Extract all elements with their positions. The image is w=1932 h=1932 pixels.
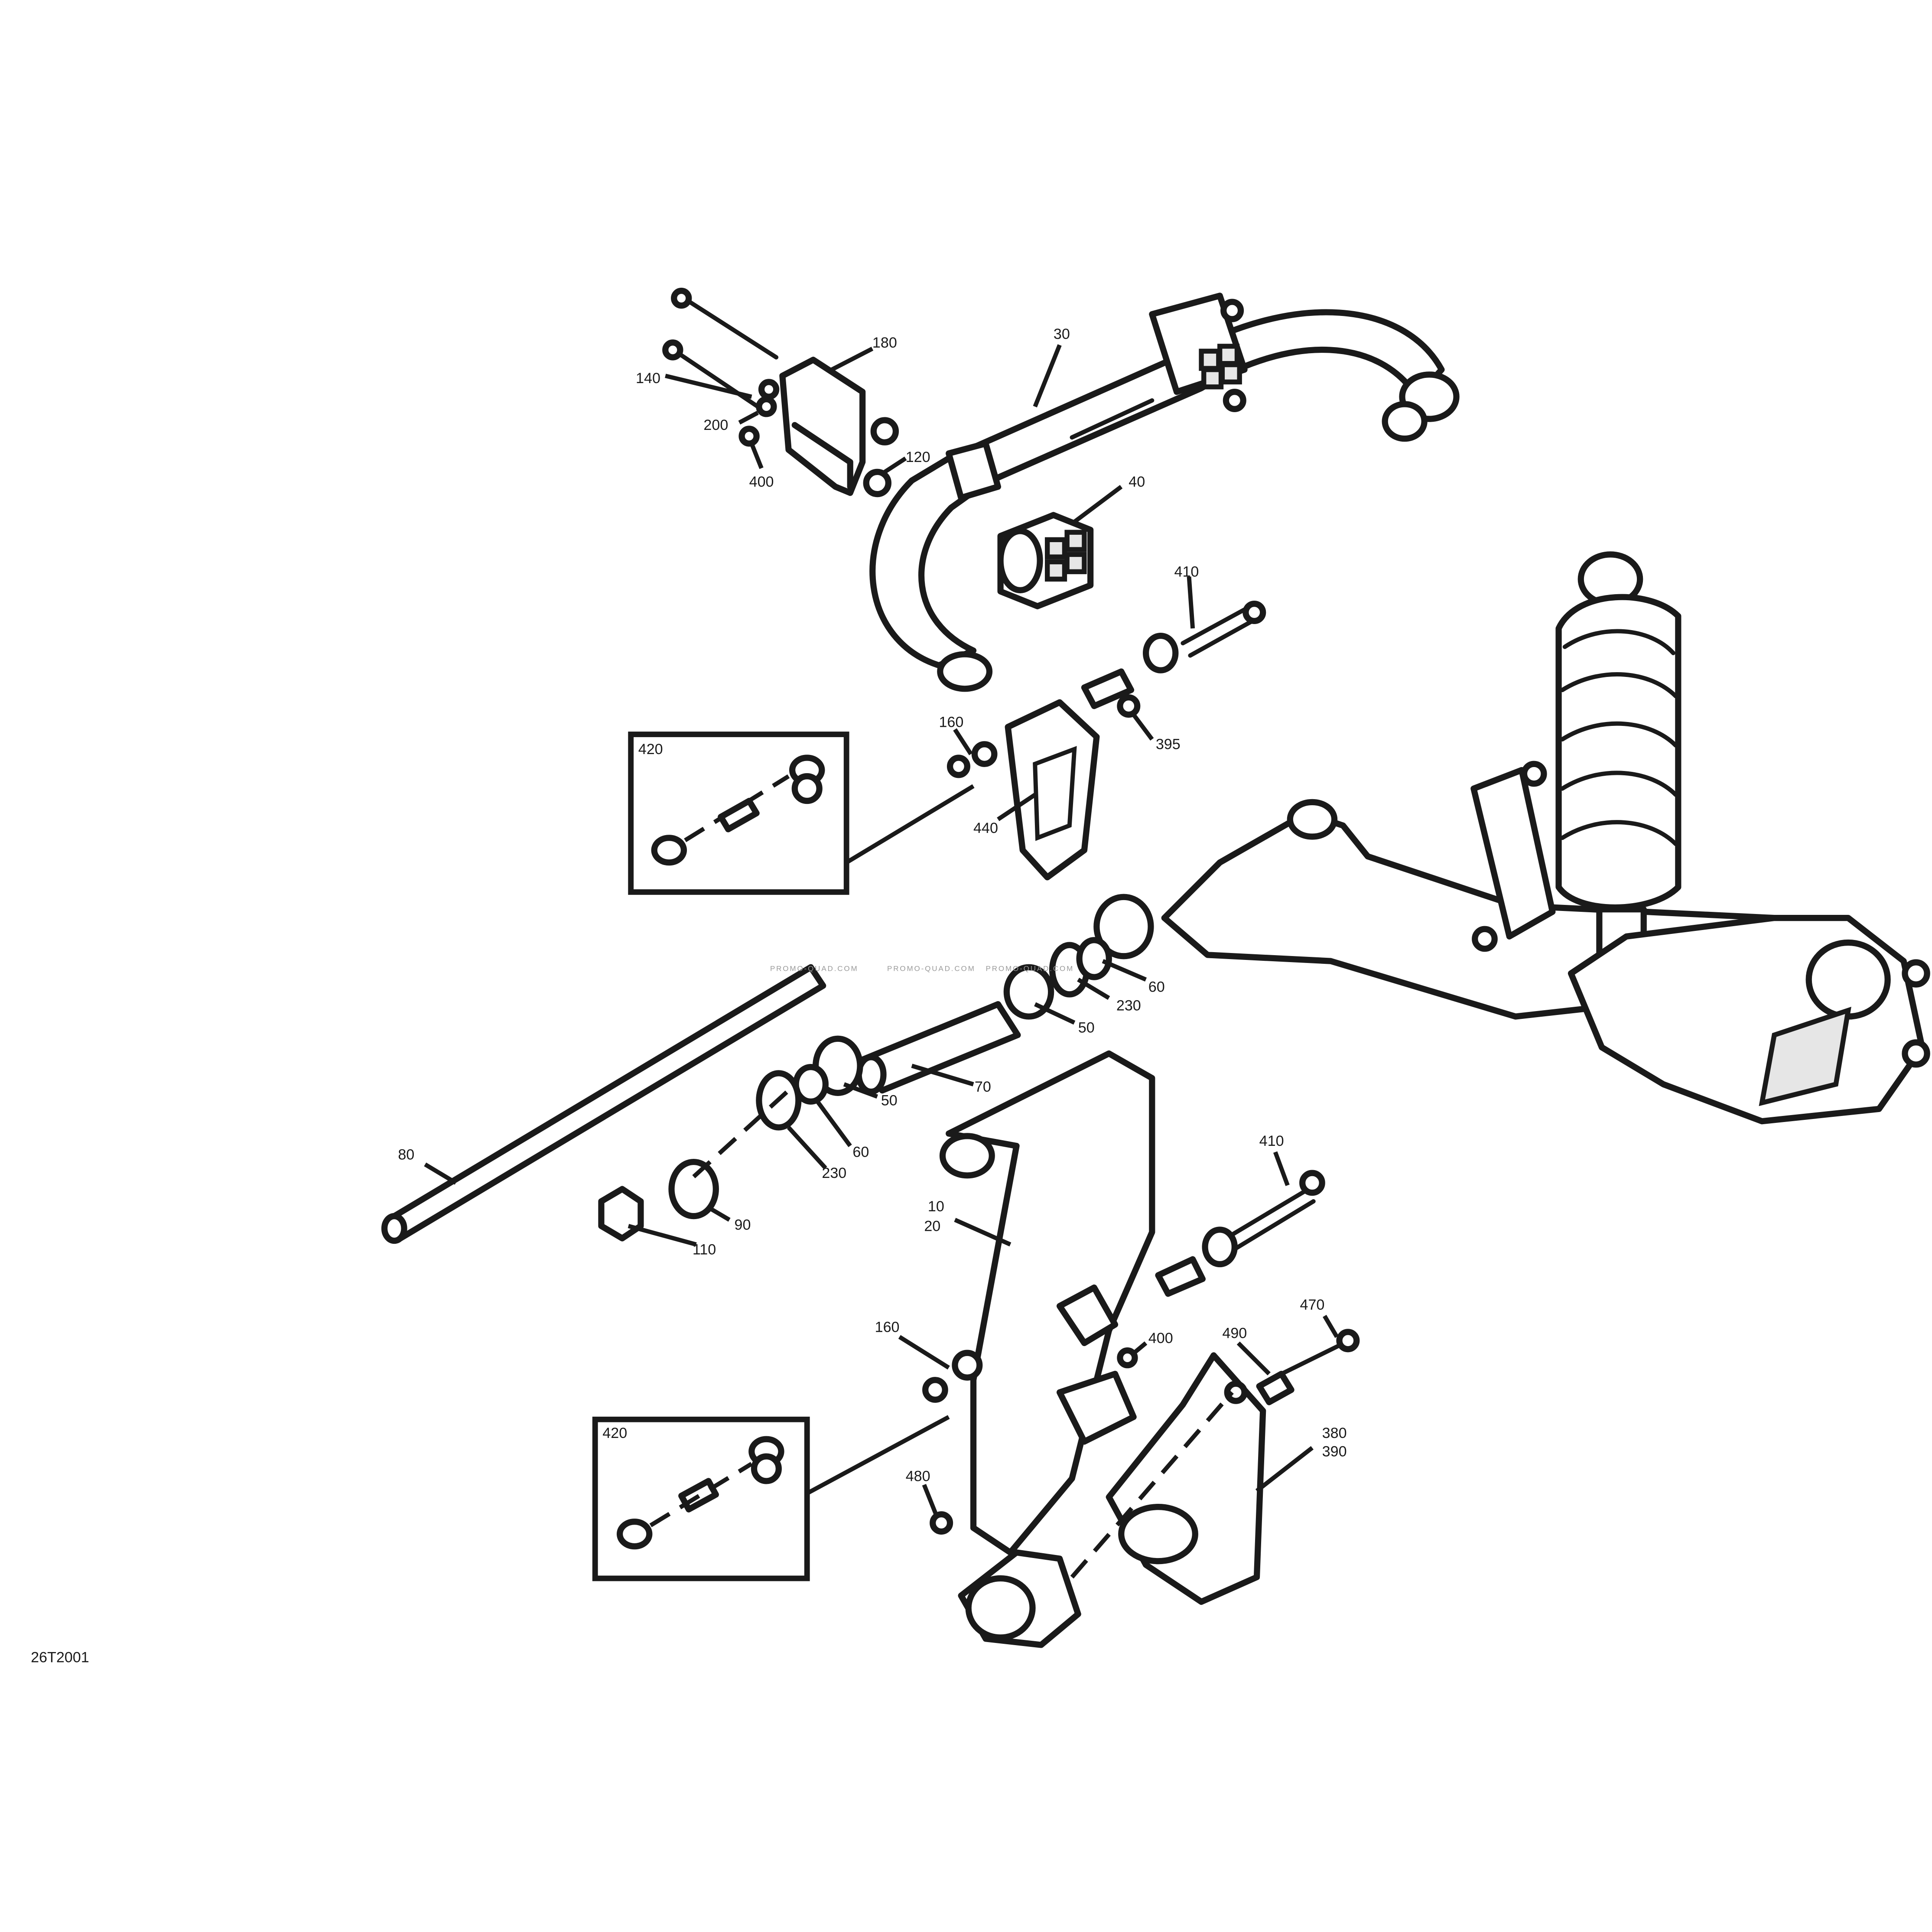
watermark-2: PROMO-QUAD.COM <box>887 964 976 973</box>
detail-box-420-top <box>628 732 849 895</box>
callout-420-bottom: 420 <box>602 1425 627 1441</box>
callout-10: 10 <box>928 1198 944 1215</box>
detail-box-420-bottom <box>592 1416 810 1581</box>
bar-clamp-upper <box>1149 293 1248 413</box>
callout-110: 110 <box>693 1241 716 1258</box>
shaft-80 <box>381 964 826 1244</box>
callout-395: 395 <box>1156 736 1181 753</box>
callout-20: 20 <box>924 1218 940 1234</box>
callout-390: 390 <box>1322 1444 1347 1460</box>
callout-180: 180 <box>872 335 897 351</box>
knuckle-guard <box>1106 1329 1360 1605</box>
callout-160-bottom: 160 <box>875 1319 900 1335</box>
callout-410-bottom: 410 <box>1259 1133 1284 1149</box>
callout-400-top: 400 <box>749 474 774 490</box>
knuckle-hub <box>1568 915 1930 1125</box>
bearing-stack-upper <box>1003 937 1112 1020</box>
callout-120: 120 <box>906 449 930 465</box>
bushing-40 <box>997 512 1094 609</box>
watermark-1: PROMO-QUAD.COM <box>770 964 859 973</box>
upper-link-hardware <box>1081 601 1266 718</box>
stabilizer-bar <box>869 309 1460 692</box>
callout-410-top: 410 <box>1174 564 1199 580</box>
callout-60-right: 60 <box>1148 979 1165 995</box>
leader-lines <box>424 344 1339 1516</box>
bracket-180 <box>662 287 899 498</box>
watermark-3: PROMO-QUAD.COM <box>986 964 1074 973</box>
callout-160-top: 160 <box>939 714 963 730</box>
callout-400-bottom: 400 <box>1148 1330 1173 1347</box>
callout-30: 30 <box>1054 326 1070 342</box>
callout-90: 90 <box>734 1216 751 1233</box>
lower-link-hardware <box>922 1170 1325 1535</box>
callout-480: 480 <box>906 1468 930 1484</box>
callout-70: 70 <box>975 1079 991 1095</box>
callout-440: 440 <box>973 820 998 836</box>
callout-380: 380 <box>1322 1425 1347 1441</box>
callout-200: 200 <box>703 417 728 433</box>
callout-50-left: 50 <box>881 1092 898 1109</box>
lower-a-arm <box>939 1050 1155 1648</box>
link-plate-440 <box>946 699 1100 881</box>
callout-60-left: 60 <box>852 1144 869 1161</box>
callout-80: 80 <box>398 1146 414 1163</box>
callout-420-top: 420 <box>638 741 663 758</box>
callout-230-left: 230 <box>822 1165 846 1181</box>
callout-490: 490 <box>1222 1325 1247 1342</box>
callout-470: 470 <box>1300 1297 1324 1313</box>
drawing-code: 26T2001 <box>31 1649 89 1665</box>
callout-50-right: 50 <box>1078 1020 1095 1036</box>
callout-230-right: 230 <box>1116 997 1141 1014</box>
callout-140: 140 <box>636 370 660 387</box>
spacer-tube-70 <box>855 1001 1021 1095</box>
callout-40: 40 <box>1129 474 1145 490</box>
